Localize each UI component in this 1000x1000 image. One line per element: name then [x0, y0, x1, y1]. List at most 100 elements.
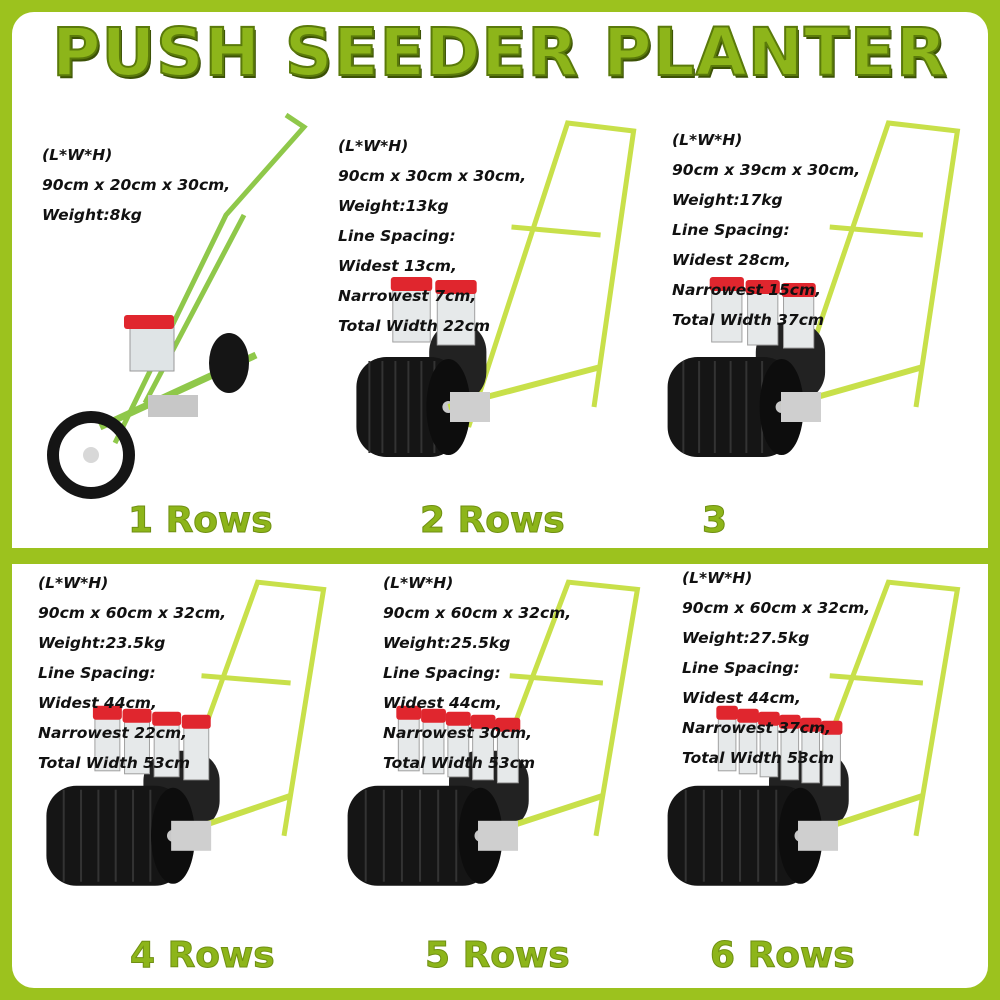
spec-weight: Weight:23.5kg: [38, 634, 166, 652]
hopper-lid: [390, 277, 433, 291]
hopper-lid: [799, 717, 822, 732]
hopper-lid: [435, 280, 477, 294]
handle-frame: [466, 120, 637, 428]
handle-frame: [782, 579, 961, 857]
hopper-lid: [421, 708, 446, 723]
spec-line-spacing: Line Spacing:: [672, 221, 790, 239]
front-wheel: [47, 411, 135, 499]
handle-crossbar: [829, 673, 924, 686]
hopper-lid: [445, 711, 471, 726]
page-title: PUSH SEEDER PLANTER: [51, 13, 948, 92]
spec-weight: Weight:8kg: [42, 206, 142, 224]
seed-mechanism: [148, 395, 198, 417]
spec-total-width: Total Width 53cm: [38, 754, 191, 772]
seeder-3-rows-image: [667, 120, 961, 457]
spec-line-spacing: Line Spacing:: [383, 664, 501, 682]
hopper-lid: [779, 714, 801, 729]
hopper-lid: [495, 717, 521, 732]
spec-total-width: Total Width 53cm: [682, 749, 835, 767]
hopper-lid: [745, 280, 780, 294]
spec-weight: Weight:27.5kg: [682, 629, 810, 647]
spec-dimensions: 90cm x 30cm x 30cm,: [338, 167, 527, 185]
spec-widest: Widest 13cm,: [338, 257, 457, 275]
rear-roller: [209, 333, 249, 393]
seed-hopper: [183, 724, 210, 781]
specs-3-rows: (L*W*H) 90cm x 39cm x 30cm, Weight:17kg …: [672, 125, 860, 335]
spec-widest: Widest 28cm,: [672, 251, 791, 269]
spec-widest: Widest 44cm,: [38, 694, 157, 712]
spec-weight: Weight:17kg: [672, 191, 783, 209]
spec-narrowest: Narrowest 37cm,: [682, 719, 832, 737]
hopper-lid: [820, 720, 843, 735]
spec-dimensions-header: (L*W*H): [42, 146, 113, 164]
spec-dimensions-header: (L*W*H): [682, 569, 753, 587]
spec-dimensions-header: (L*W*H): [38, 574, 109, 592]
furrow-opener: [798, 820, 839, 851]
seeder-2-rows-image: [356, 120, 637, 457]
hopper-lid: [470, 714, 496, 729]
hopper-lid: [152, 711, 182, 726]
specs-1-row: (L*W*H) 90cm x 20cm x 30cm, Weight:8kg: [42, 140, 230, 230]
spec-narrowest: Narrowest 22cm,: [38, 724, 188, 742]
seed-hopper: [129, 322, 175, 372]
hopper-lid: [124, 315, 174, 329]
seed-hopper: [153, 721, 180, 778]
spec-narrowest: Narrowest 30cm,: [383, 724, 533, 742]
seeder-4-rows-image: [46, 579, 327, 886]
seed-hopper: [124, 718, 150, 775]
row-divider: [12, 548, 988, 564]
seeder-6-rows-image: [667, 579, 961, 886]
spec-dimensions-header: (L*W*H): [672, 131, 743, 149]
handle-crossbar: [201, 673, 291, 686]
label-1-row: 1 Rows: [128, 500, 274, 542]
spec-line-spacing: Line Spacing:: [682, 659, 800, 677]
spec-weight: Weight:25.5kg: [383, 634, 511, 652]
specs-2-rows: (L*W*H) 90cm x 30cm x 30cm, Weight:13kg …: [338, 131, 526, 341]
specs-5-rows: (L*W*H) 90cm x 60cm x 32cm, Weight:25.5k…: [383, 568, 571, 778]
seed-hopper: [747, 289, 779, 346]
label-5-rows: 5 Rows: [425, 935, 571, 977]
handle-frame: [782, 120, 961, 428]
wheel-hub: [83, 447, 99, 463]
spec-weight: Weight:13kg: [338, 197, 449, 215]
furrow-opener: [478, 820, 519, 851]
hopper-lid: [122, 708, 152, 723]
spec-line-spacing: Line Spacing:: [338, 227, 456, 245]
spec-narrowest: Narrowest 15cm,: [672, 281, 822, 299]
spec-widest: Widest 44cm,: [383, 694, 502, 712]
label-4-rows: 4 Rows: [130, 935, 276, 977]
seeder-1-row-image: [47, 112, 308, 499]
seed-hopper: [392, 286, 431, 343]
specs-6-rows: (L*W*H) 90cm x 60cm x 32cm, Weight:27.5k…: [682, 563, 870, 773]
seeder-5-rows-image: [347, 579, 641, 886]
handle-frame: [142, 213, 247, 405]
spec-total-width: Total Width 53cm: [383, 754, 536, 772]
hopper-lid: [716, 705, 738, 720]
spec-line-spacing: Line Spacing:: [38, 664, 156, 682]
spec-widest: Widest 44cm,: [682, 689, 801, 707]
seed-hopper: [94, 715, 121, 772]
furrow-opener: [450, 392, 490, 422]
seed-hopper: [436, 289, 476, 346]
furrow-opener: [781, 392, 821, 422]
spec-dimensions: 90cm x 60cm x 32cm,: [38, 604, 227, 622]
spec-dimensions: 90cm x 20cm x 30cm,: [42, 176, 231, 194]
hopper-lid: [92, 705, 122, 720]
spec-dimensions: 90cm x 39cm x 30cm,: [672, 161, 861, 179]
handle-crossbar: [509, 673, 604, 686]
spec-total-width: Total Width 22cm: [338, 317, 491, 335]
handle-crossbar: [829, 224, 924, 238]
hopper-lid: [709, 277, 744, 291]
spec-dimensions-header: (L*W*H): [338, 137, 409, 155]
spec-narrowest: Narrowest 7cm,: [338, 287, 477, 305]
seed-hopper: [783, 292, 815, 349]
hopper-lid: [181, 714, 211, 729]
label-6-rows: 6 Rows: [710, 935, 856, 977]
hopper-lid: [396, 705, 422, 720]
spec-dimensions-header: (L*W*H): [383, 574, 454, 592]
label-3-rows: 3: [701, 500, 728, 542]
hopper-lid: [758, 711, 780, 726]
hopper-lid: [781, 283, 816, 297]
handle-crossbar: [511, 224, 601, 238]
spec-dimensions: 90cm x 60cm x 32cm,: [383, 604, 572, 622]
